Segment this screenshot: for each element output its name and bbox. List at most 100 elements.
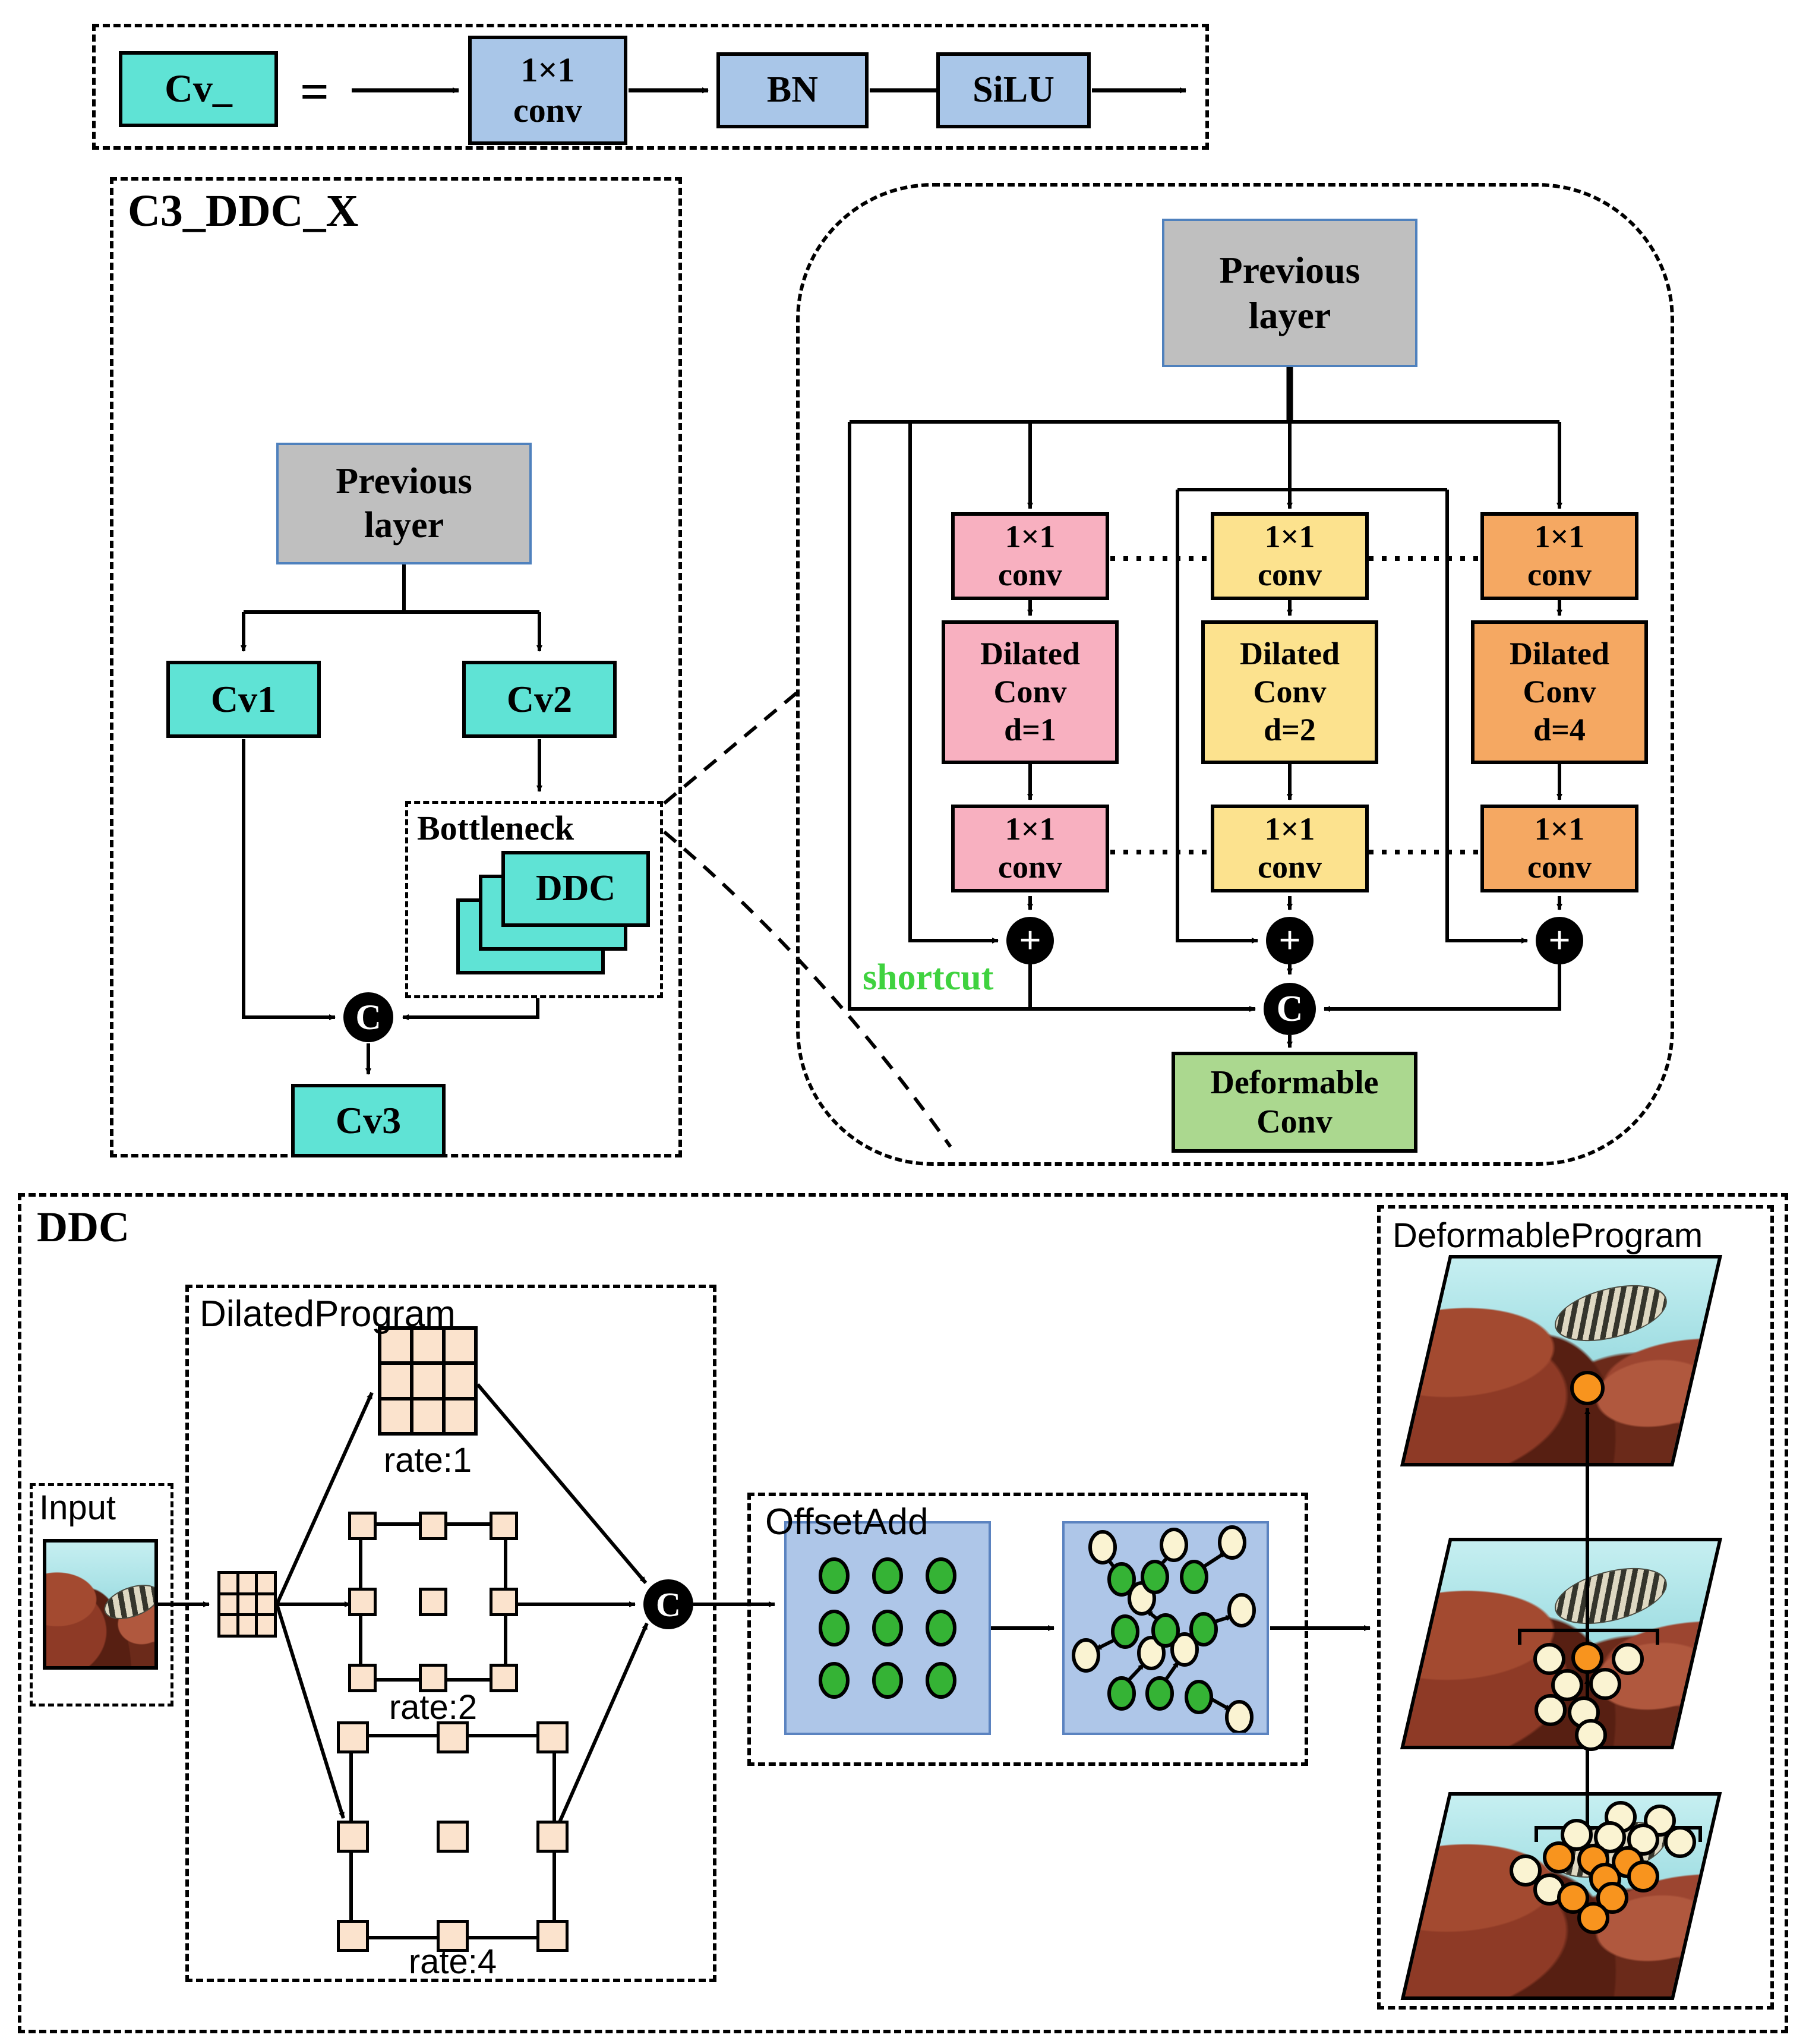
legend-conv-box: 1×1 conv — [468, 36, 627, 145]
exp-b2-conv-bot-l2: conv — [1258, 849, 1322, 885]
offset-add-box — [747, 1493, 1308, 1766]
regular-points-icon — [819, 1557, 956, 1699]
exp-add1-icon: + — [1006, 917, 1054, 964]
exp-shortcut-add2 — [1176, 490, 1258, 944]
exp-b3-dil-l3: d=4 — [1533, 711, 1586, 747]
exp-deformable-conv-box: Deformable Conv — [1172, 1052, 1417, 1153]
kernel-grid-icon — [217, 1571, 277, 1638]
exp-add3-to-concat — [1324, 964, 1561, 1012]
c3-bottleneck-label: Bottleneck — [417, 809, 574, 847]
offset-points-panel — [1062, 1521, 1269, 1735]
exp-shortcut-label: shortcut — [863, 957, 994, 998]
legend-cv-label: Cv_ — [165, 67, 232, 111]
ddc-input-label: Input — [39, 1488, 116, 1527]
zoom-cone-lower — [663, 830, 952, 1148]
exp-previous-layer-box: Previous layer — [1162, 219, 1417, 367]
exp-prev-line2: layer — [1248, 294, 1331, 336]
legend-silu-label: SiLU — [973, 70, 1054, 111]
exp-deform-l1: Deformable — [1210, 1064, 1379, 1101]
dilated-program-label: DilatedProgram — [200, 1294, 456, 1335]
exp-b2-dil-l2: Conv — [1253, 674, 1327, 710]
deformable-program-label: DeformableProgram — [1393, 1216, 1703, 1255]
exp-b2-dil-l3: d=2 — [1264, 711, 1316, 747]
c3-cv2-box: Cv2 — [462, 661, 617, 738]
rate2-grid-icon — [348, 1512, 518, 1692]
exp-shortcut-add1 — [908, 422, 999, 944]
ddc-title: DDC — [37, 1203, 130, 1251]
rate1-grid-icon — [378, 1326, 478, 1436]
c3-cv3-box: Cv3 — [291, 1084, 446, 1157]
c3-title: C3_DDC_X — [128, 186, 359, 236]
deformable-program-box — [1377, 1205, 1774, 2010]
offset-add-label: OffsetAdd — [765, 1502, 929, 1543]
rate4-label: rate:4 — [408, 1942, 497, 1981]
c3-prev-line1: Previous — [336, 461, 472, 502]
ddc-panel-box — [18, 1193, 1788, 2033]
exp-b2-conv-bot: 1×1 conv — [1211, 805, 1369, 892]
exp-b3-dilated: Dilated Conv d=4 — [1471, 620, 1648, 764]
offset-points-icon — [1072, 1525, 1256, 1734]
c3-concat-icon: C — [343, 992, 393, 1042]
rate2-label: rate:2 — [389, 1688, 478, 1727]
legend-box — [92, 24, 1209, 150]
exp-b2-dilated: Dilated Conv d=2 — [1201, 620, 1378, 764]
c3-cv1-label: Cv1 — [210, 678, 277, 721]
legend-conv-line2: conv — [513, 91, 582, 130]
c3-ddc-label: DDC — [535, 868, 616, 909]
exp-b1-conv-top: 1×1 conv — [951, 512, 1109, 600]
ddc-fan-rate4 — [275, 1604, 345, 1819]
exp-b2-conv-bot-l1: 1×1 — [1264, 811, 1315, 847]
ddc-rate4-to-concat — [554, 1622, 649, 1831]
c3-bottleneck-to-concat — [402, 998, 539, 1020]
exp-main-shortcut — [848, 422, 1256, 1012]
legend-cv-box: Cv_ — [119, 51, 278, 127]
exp-add3-icon: + — [1536, 917, 1583, 964]
dilated-program-box — [185, 1285, 716, 1982]
exp-b3-dil-l2: Conv — [1523, 674, 1596, 710]
exp-add2-icon: + — [1266, 917, 1314, 964]
ddc-fan-rate1 — [275, 1392, 374, 1605]
ddc-input-box — [30, 1483, 173, 1707]
exp-b1-conv-bot-l2: conv — [998, 849, 1062, 885]
c3-cv1-to-concat — [242, 739, 336, 1020]
exp-b3-conv-top-l1: 1×1 — [1534, 519, 1585, 555]
c3-cv1-box: Cv1 — [166, 661, 321, 738]
exp-shortcut-add3 — [1445, 490, 1528, 944]
exp-b2-dil-l1: Dilated — [1240, 636, 1340, 672]
c3-previous-layer-box: Previous layer — [276, 443, 532, 564]
bracket-image2 — [1518, 1629, 1659, 1645]
ddc-concat-icon: C — [643, 1579, 693, 1629]
exp-b1-conv-bot: 1×1 conv — [951, 805, 1109, 892]
exp-b1-dil-l3: d=1 — [1004, 711, 1056, 747]
legend-equals: = — [300, 63, 330, 120]
offset-grid-panel — [784, 1521, 991, 1735]
exp-b3-conv-top: 1×1 conv — [1480, 512, 1638, 600]
exp-b1-conv-top-l1: 1×1 — [1005, 519, 1056, 555]
exp-concat-icon: C — [1264, 983, 1316, 1035]
rate1-label: rate:1 — [383, 1441, 472, 1480]
exp-b1-dil-l1: Dilated — [980, 636, 1080, 672]
sample-point-orange — [1570, 1371, 1605, 1405]
c3-cv3-label: Cv3 — [335, 1099, 402, 1142]
exp-b2-conv-top: 1×1 conv — [1211, 512, 1369, 600]
legend-conv-line1: 1×1 — [520, 50, 575, 89]
expanded-bottleneck-box — [796, 183, 1674, 1166]
zoom-cone-upper — [663, 689, 801, 805]
exp-deform-l2: Conv — [1256, 1103, 1333, 1140]
c3-cv2-label: Cv2 — [506, 678, 573, 721]
c3-bottleneck-box — [405, 801, 663, 998]
c3-branch-line — [244, 564, 539, 614]
rate4-grid-icon — [337, 1721, 569, 1952]
c3-ddc-stack-front: DDC — [501, 851, 650, 927]
exp-b1-dil-l2: Conv — [993, 674, 1067, 710]
exp-b1-conv-bot-l1: 1×1 — [1005, 811, 1056, 847]
exp-b3-conv-top-l2: conv — [1527, 557, 1592, 592]
input-image — [43, 1539, 158, 1670]
legend-silu-box: SiLU — [936, 52, 1091, 128]
c3-prev-line2: layer — [364, 504, 444, 545]
legend-bn-box: BN — [716, 52, 869, 128]
exp-b3-conv-bot: 1×1 conv — [1480, 805, 1638, 892]
